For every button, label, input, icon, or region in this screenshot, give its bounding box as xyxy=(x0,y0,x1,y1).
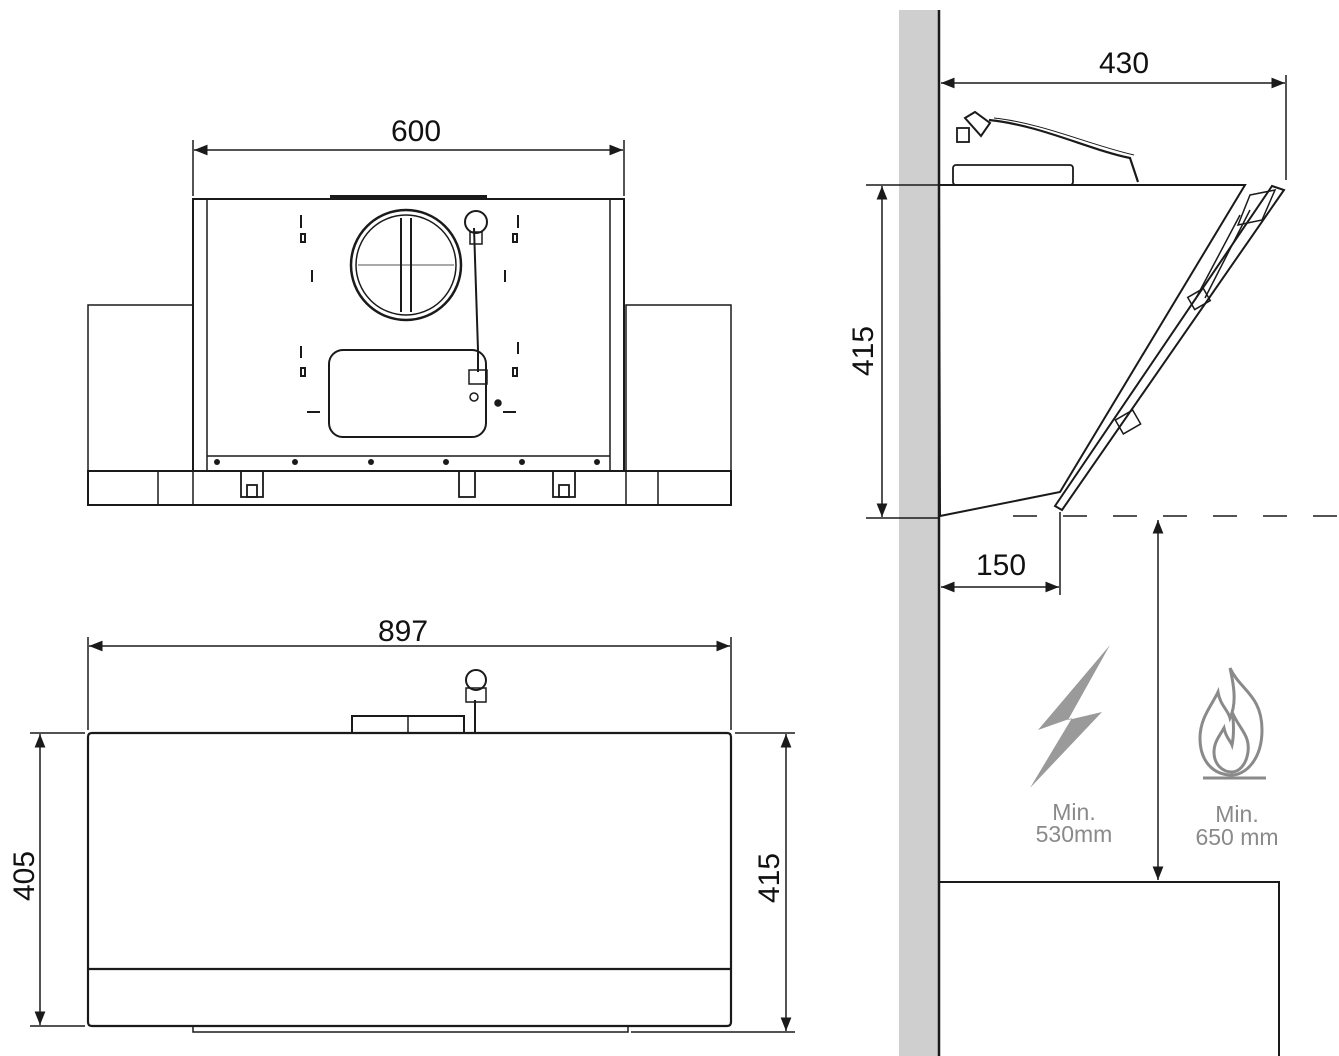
side-offset-label: 150 xyxy=(976,549,1026,582)
side-view xyxy=(866,75,1339,1056)
glass-panel xyxy=(1053,184,1286,512)
front-height-right-label: 415 xyxy=(753,853,786,903)
front-width-label: 897 xyxy=(378,615,428,648)
front-view xyxy=(30,637,795,1033)
exhaust-outlet xyxy=(349,208,463,322)
gas-min-label: Min. xyxy=(1215,801,1258,827)
top-view xyxy=(87,140,732,506)
top-width-label: 600 xyxy=(391,115,441,148)
front-height-left-label: 405 xyxy=(8,851,41,901)
hood-front-panel xyxy=(86,731,733,1028)
side-depth-label: 430 xyxy=(1099,47,1149,80)
access-panel xyxy=(328,349,487,438)
gas-min-value: 650 mm xyxy=(1195,824,1278,850)
hood-top-body xyxy=(192,198,625,472)
side-height-label: 415 xyxy=(847,326,880,376)
flame-icon xyxy=(1198,667,1266,780)
lightning-bolt-icon xyxy=(1030,645,1110,788)
cooker xyxy=(939,881,1280,1056)
electric-min-value: 530mm xyxy=(1036,821,1113,847)
hood-side-body xyxy=(937,184,1247,518)
wall xyxy=(899,10,939,1056)
electric-min-label: Min. xyxy=(1052,799,1095,825)
